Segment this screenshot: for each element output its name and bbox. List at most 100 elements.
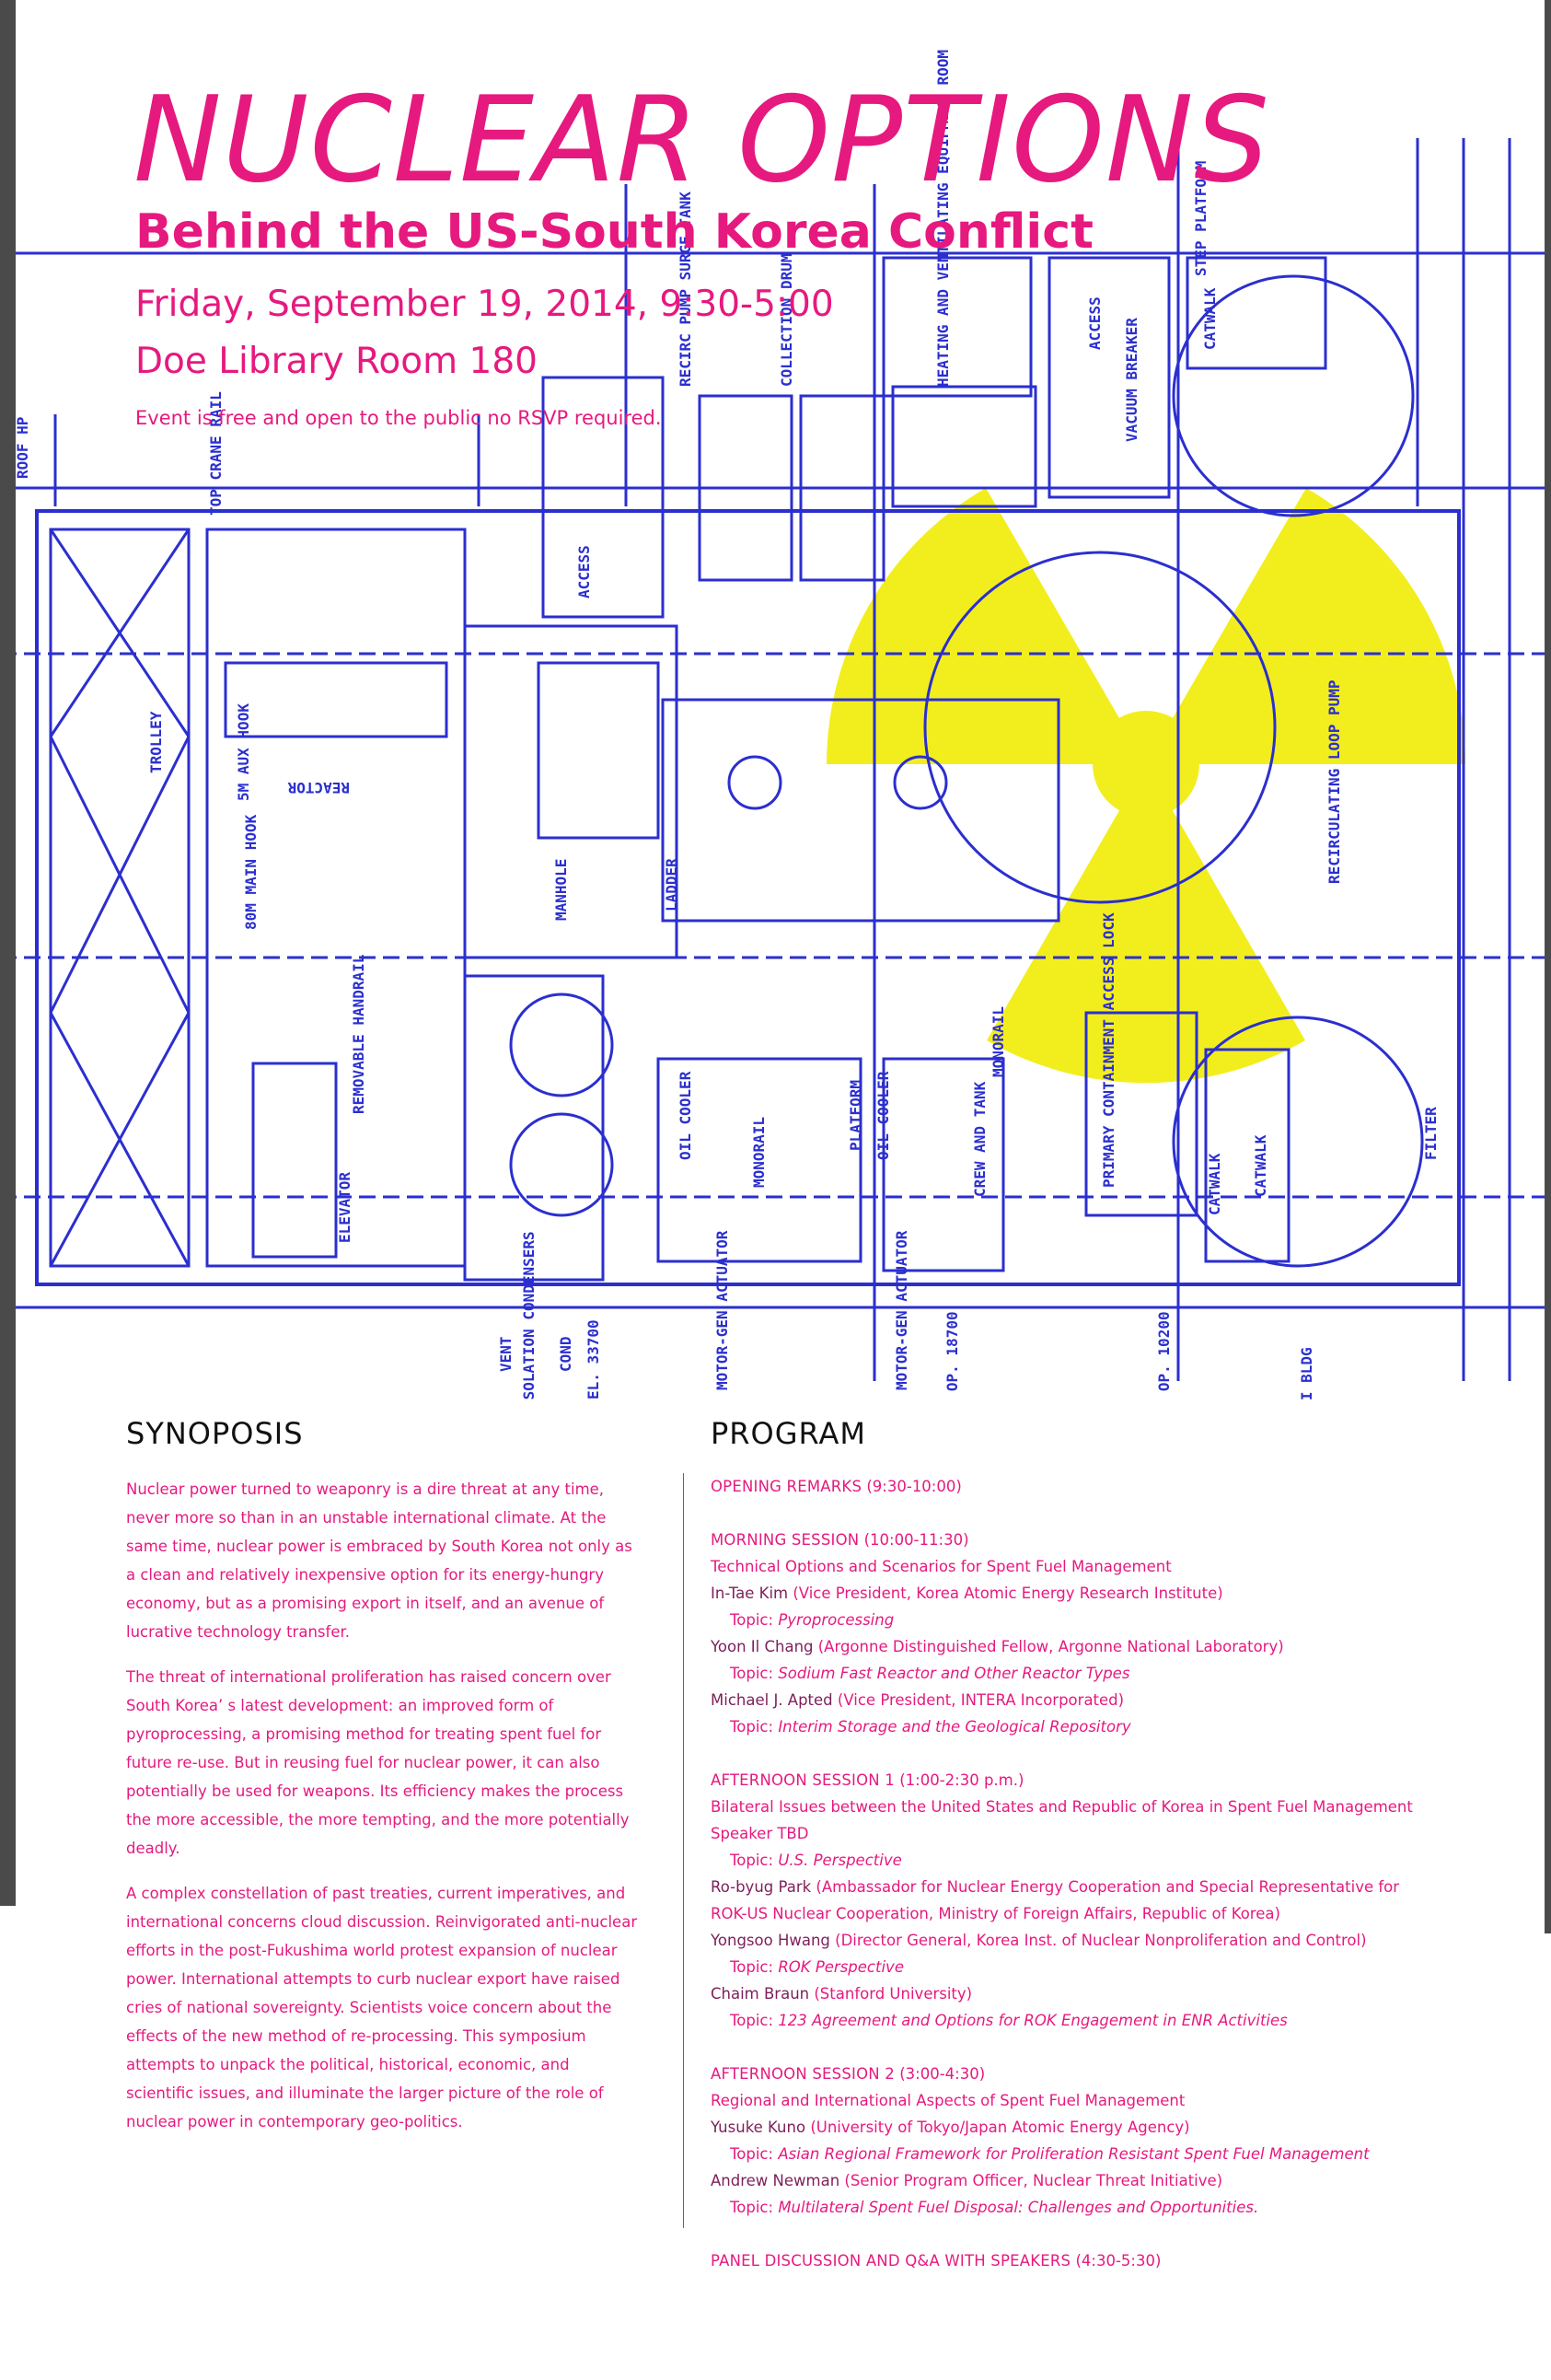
- svg-text:STEP PLATFORM: STEP PLATFORM: [1192, 161, 1210, 276]
- session-time: (10:00-11:30): [859, 1531, 969, 1549]
- svg-text:EL. 33700: EL. 33700: [585, 1319, 602, 1399]
- topic-prefix: Topic:: [730, 1611, 779, 1629]
- topic-title: ROK Perspective: [778, 1958, 904, 1976]
- session-label: PANEL DISCUSSION AND Q&A WITH SPEAKERS: [711, 2252, 1071, 2270]
- session-time: (9:30-10:00): [862, 1478, 962, 1495]
- speaker: Andrew Newman (Senior Program Officer, N…: [711, 2167, 1521, 2194]
- topic-prefix: Topic:: [730, 1718, 779, 1736]
- topic-prefix: Topic:: [730, 2012, 779, 2029]
- program-list: OPENING REMARKS (9:30-10:00) MORNING SES…: [711, 1473, 1521, 2274]
- topic-prefix: Topic:: [730, 2199, 779, 2216]
- session-label: OPENING REMARKS: [711, 1478, 862, 1495]
- speaker-topic: Topic: ROK Perspective: [711, 1954, 1521, 1980]
- speaker-affiliation: (Vice President, INTERA Incorporated): [832, 1691, 1125, 1709]
- speaker: Chaim Braun (Stanford University): [711, 1980, 1521, 2007]
- afternoon-session-2: AFTERNOON SESSION 2 (3:00-4:30): [711, 2061, 1521, 2087]
- svg-text:MOTOR-GEN ACTUATOR: MOTOR-GEN ACTUATOR: [713, 1230, 731, 1390]
- svg-text:FL OP. 18700: FL OP. 18700: [943, 1311, 961, 1399]
- synopsis-heading: SYNOPOSIS: [126, 1416, 304, 1451]
- svg-text:RECIRCULATING LOOP PUMP: RECIRCULATING LOOP PUMP: [1325, 679, 1343, 884]
- column-divider: [683, 1473, 684, 2228]
- speaker: Yongsoo Hwang (Director General, Korea I…: [711, 1927, 1521, 1954]
- synopsis-text: Nuclear power turned to weaponry is a di…: [126, 1475, 642, 2153]
- svg-text:PLATFORM: PLATFORM: [847, 1080, 864, 1151]
- svg-text:CATWALK: CATWALK: [1252, 1134, 1269, 1197]
- radiation-symbol-icon: [827, 488, 1465, 1084]
- svg-text:OIL COOLER: OIL COOLER: [677, 1071, 694, 1160]
- session-theme: Regional and International Aspects of Sp…: [711, 2092, 1186, 2109]
- svg-text:RECIRC PUMP SURGE TANK: RECIRC PUMP SURGE TANK: [677, 192, 694, 387]
- panel-discussion: PANEL DISCUSSION AND Q&A WITH SPEAKERS (…: [711, 2247, 1521, 2274]
- poster-title: NUCLEAR OPTIONS: [133, 72, 1270, 209]
- speaker-name: In-Tae Kim: [711, 1585, 789, 1602]
- svg-text:CATWALK: CATWALK: [1201, 287, 1219, 350]
- speaker: Ro-byug Park (Ambassador for Nuclear Ene…: [711, 1874, 1521, 1900]
- speaker-topic: Topic: Interim Storage and the Geologica…: [711, 1713, 1521, 1740]
- topic-prefix: Topic:: [730, 2145, 779, 2163]
- speaker-name: Yongsoo Hwang: [711, 1932, 830, 1949]
- svg-text:ACCESS: ACCESS: [575, 545, 593, 598]
- blueprint-background: TROLLEY 5M AUX HOOK 80M MAIN HOOK REACTO…: [0, 50, 1551, 1399]
- speaker-topic: Topic: 123 Agreement and Options for ROK…: [711, 2007, 1521, 2034]
- afternoon-session-1: AFTERNOON SESSION 1 (1:00-2:30 p.m.): [711, 1767, 1521, 1794]
- svg-text:OIL COOLER: OIL COOLER: [874, 1071, 892, 1160]
- svg-text:FL OP. 10200: FL OP. 10200: [1155, 1311, 1173, 1399]
- speaker-affiliation: (Vice President, Korea Atomic Energy Res…: [788, 1585, 1223, 1602]
- session-time: (1:00-2:30 p.m.): [894, 1771, 1024, 1789]
- speaker-topic: Topic: Pyroprocessing: [711, 1607, 1521, 1633]
- topic-prefix: Topic:: [730, 1958, 779, 1976]
- blueprint-lines: [0, 138, 1551, 1381]
- synopsis-paragraph: The threat of international proliferatio…: [126, 1668, 630, 1857]
- admission-note: Event is free and open to the public no …: [135, 407, 662, 429]
- topic-title: Pyroprocessing: [778, 1611, 895, 1629]
- speaker-topic: Topic: Sodium Fast Reactor and Other Rea…: [711, 1660, 1521, 1687]
- svg-text:LADDER: LADDER: [663, 858, 680, 911]
- topic-prefix: Topic:: [730, 1852, 779, 1869]
- session-theme: Bilateral Issues between the United Stat…: [711, 1798, 1413, 1816]
- svg-text:MONORAIL: MONORAIL: [990, 1006, 1007, 1077]
- synopsis-paragraph: A complex constellation of past treaties…: [126, 1885, 638, 2130]
- speaker-tbd: Speaker TBD: [711, 1825, 809, 1842]
- svg-text:TROLLEY: TROLLEY: [147, 711, 165, 773]
- svg-text:MANHOLE: MANHOLE: [552, 859, 570, 921]
- speaker-name: Michael J. Apted: [711, 1691, 833, 1709]
- opening-remarks: OPENING REMARKS (9:30-10:00): [711, 1473, 1521, 1500]
- svg-text:ACCESS: ACCESS: [1086, 296, 1104, 350]
- speaker-affiliation: (University of Tokyo/Japan Atomic Energy…: [805, 2119, 1190, 2136]
- svg-text:CATWALK: CATWALK: [1206, 1153, 1223, 1215]
- left-edge-bar: [0, 0, 16, 1906]
- svg-text:COND: COND: [557, 1336, 574, 1372]
- speaker-name: Andrew Newman: [711, 2172, 840, 2189]
- session-label: MORNING SESSION: [711, 1531, 860, 1549]
- morning-session: MORNING SESSION (10:00-11:30): [711, 1527, 1521, 1553]
- session-theme: Technical Options and Scenarios for Spen…: [711, 1558, 1172, 1575]
- svg-text:FILTER: FILTER: [1422, 1107, 1440, 1160]
- svg-text:MOTOR-GEN ACTUATOR: MOTOR-GEN ACTUATOR: [893, 1230, 910, 1390]
- session-label: AFTERNOON SESSION 1: [711, 1771, 895, 1789]
- svg-text:TOP CRANE RAIL: TOP CRANE RAIL: [207, 391, 225, 516]
- topic-prefix: Topic:: [730, 1665, 779, 1682]
- svg-text:MONORAIL: MONORAIL: [750, 1117, 768, 1188]
- speaker-topic: Topic: Asian Regional Framework for Prol…: [711, 2141, 1521, 2167]
- speaker-name: Ro-byug Park: [711, 1878, 812, 1896]
- speaker: In-Tae Kim (Vice President, Korea Atomic…: [711, 1580, 1521, 1607]
- svg-text:ROOF HP: ROOF HP: [14, 417, 31, 479]
- svg-text:REMOVABLE HANDRAIL: REMOVABLE HANDRAIL: [350, 955, 367, 1114]
- synopsis-paragraph: Nuclear power turned to weaponry is a di…: [126, 1480, 632, 1641]
- svg-text:PRIMARY CONTAINMENT ACCESS LOC: PRIMARY CONTAINMENT ACCESS LOCK: [1100, 912, 1117, 1188]
- speaker-name: Yusuke Kuno: [711, 2119, 806, 2136]
- speaker: Michael J. Apted (Vice President, INTERA…: [711, 1687, 1521, 1713]
- svg-text:5M AUX HOOK: 5M AUX HOOK: [235, 703, 252, 801]
- topic-title: U.S. Perspective: [778, 1852, 902, 1869]
- speaker-topic: Topic: Multilateral Spent Fuel Disposal:…: [711, 2194, 1521, 2221]
- svg-text:HEATING AND VENTILATING EQUIPM: HEATING AND VENTILATING EQUIPMENT ROOM: [934, 50, 952, 387]
- speaker-affiliation: (Senior Program Officer, Nuclear Threat …: [839, 2172, 1223, 2189]
- speaker-affiliation: (Director General, Korea Inst. of Nuclea…: [829, 1932, 1367, 1949]
- svg-text:80M MAIN HOOK: 80M MAIN HOOK: [242, 814, 260, 930]
- speaker: Yoon Il Chang (Argonne Distinguished Fel…: [711, 1633, 1521, 1660]
- blueprint-labels: TROLLEY 5M AUX HOOK 80M MAIN HOOK REACTO…: [14, 50, 1440, 1399]
- session-label: AFTERNOON SESSION 2: [711, 2065, 895, 2083]
- speaker-affiliation: (Ambassador for Nuclear Energy Cooperati…: [811, 1878, 1400, 1896]
- session-time: (4:30-5:30): [1071, 2252, 1162, 2270]
- event-date: Friday, September 19, 2014, 9:30-5:00: [135, 284, 834, 325]
